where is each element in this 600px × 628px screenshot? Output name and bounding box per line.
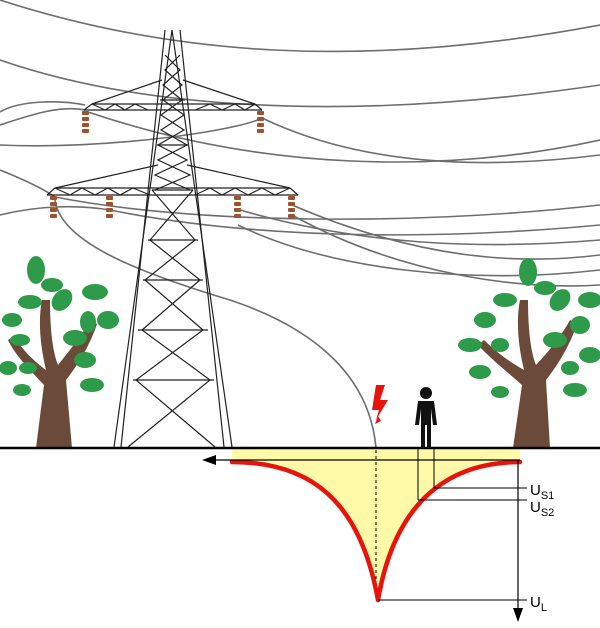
wire-mid-3: [239, 209, 600, 246]
wire-top-2: [0, 59, 600, 108]
insulator-lower-1: [50, 196, 57, 218]
wire-upper-right: [87, 111, 600, 163]
wire-top-1: [0, 0, 600, 53]
tree-right-leaves: [458, 258, 600, 398]
person-icon: [415, 387, 437, 448]
wire-upper-left: [0, 107, 86, 126]
insulator-upper-right: [257, 111, 264, 133]
step-voltage-lines: [378, 448, 527, 601]
insulator-lower-2: [106, 196, 113, 218]
tree-right-trunk: [478, 300, 577, 448]
label-us1: US1: [530, 482, 554, 502]
insulator-upper-left: [82, 111, 89, 133]
tree-left-leaves: [0, 256, 119, 396]
lightning-arrow-head: [375, 416, 381, 424]
wire-back-1: [0, 101, 86, 113]
insulator-lower-3: [234, 196, 241, 218]
tree-left: [0, 256, 119, 448]
insulator-lower-4: [288, 196, 295, 218]
tree-left-trunk: [8, 300, 97, 448]
label-ul: UL: [530, 594, 547, 614]
wire-mid-2: [0, 205, 600, 236]
wire-lower-2: [291, 214, 600, 287]
wire-mid-4: [291, 204, 600, 260]
distance-axis-arrow: [202, 455, 520, 465]
lightning-icon: [372, 385, 388, 420]
fallen-wire: [54, 199, 377, 449]
tree-right: [458, 258, 600, 448]
voltage-axis-arrow: [513, 460, 523, 622]
transmission-tower: [46, 29, 299, 448]
label-us2: US2: [530, 499, 554, 519]
insulators: [50, 111, 295, 218]
wire-lower-1: [237, 224, 600, 277]
